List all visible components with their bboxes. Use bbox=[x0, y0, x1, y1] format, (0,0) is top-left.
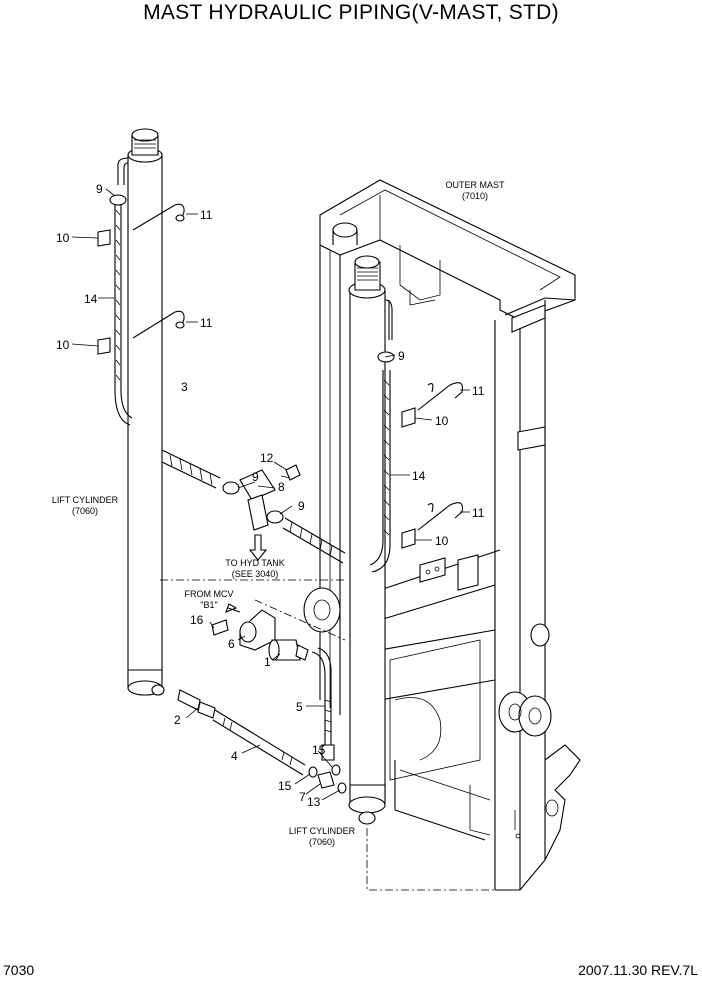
hyd-tank-label: TO HYD TANK bbox=[225, 558, 285, 568]
callout-14: 14 bbox=[84, 292, 98, 306]
lift-cylinder-left-label: LIFT CYLINDER bbox=[52, 495, 119, 505]
callout-15: 15 bbox=[312, 743, 326, 757]
tee-fitting-assembly bbox=[222, 464, 301, 561]
page-number: 7030 bbox=[3, 962, 35, 978]
leader-lines bbox=[71, 188, 470, 801]
callout-11: 11 bbox=[472, 384, 485, 398]
callout-11: 11 bbox=[472, 506, 485, 520]
callout-10: 10 bbox=[56, 338, 70, 352]
callout-9: 9 bbox=[96, 182, 103, 196]
from-mcv-label: FROM MCV bbox=[185, 589, 234, 599]
lift-cylinder-right-ref: (7060) bbox=[309, 837, 335, 847]
outer-mast bbox=[303, 179, 581, 891]
hyd-tank-ref: (SEE 3040) bbox=[232, 569, 279, 579]
lift-cylinder-left-ref: (7060) bbox=[72, 506, 98, 516]
callout-12: 12 bbox=[260, 451, 274, 465]
callout-16: 16 bbox=[190, 613, 204, 627]
callout-2: 2 bbox=[174, 713, 181, 727]
lift-cylinder-right-label: LIFT CYLINDER bbox=[289, 826, 356, 836]
callout-9: 9 bbox=[252, 470, 259, 484]
callout-13: 13 bbox=[307, 795, 321, 809]
callout-4: 4 bbox=[231, 749, 238, 763]
right-hose-14 bbox=[369, 351, 464, 573]
callout-11: 11 bbox=[200, 316, 213, 330]
left-hose-14 bbox=[97, 194, 185, 426]
callout-11: 11 bbox=[200, 208, 213, 222]
from-mcv-ref: "B1" bbox=[200, 600, 217, 610]
callout-10: 10 bbox=[435, 534, 449, 548]
callout-10: 10 bbox=[56, 231, 70, 245]
callout-10: 10 bbox=[435, 414, 449, 428]
callout-9: 9 bbox=[398, 349, 405, 363]
callout-5: 5 bbox=[296, 700, 303, 714]
right-lift-cylinder bbox=[160, 255, 500, 891]
callout-14: 14 bbox=[412, 469, 426, 483]
callout-15: 15 bbox=[278, 779, 292, 793]
outer-mast-label: OUTER MAST bbox=[445, 180, 505, 190]
lower-piping bbox=[177, 603, 347, 794]
date-revision: 2007.11.30 REV.7L bbox=[578, 962, 698, 978]
callout-3: 3 bbox=[181, 380, 188, 394]
callout-1: 1 bbox=[264, 655, 271, 669]
left-lift-cylinder bbox=[117, 128, 165, 696]
page-title: MAST HYDRAULIC PIPING(V-MAST, STD) bbox=[143, 1, 559, 24]
callout-8: 8 bbox=[278, 480, 285, 494]
outer-mast-ref: (7010) bbox=[462, 191, 488, 201]
cross-hose bbox=[161, 449, 346, 564]
callout-7: 7 bbox=[299, 790, 306, 804]
callout-9: 9 bbox=[298, 499, 305, 513]
callout-6: 6 bbox=[228, 637, 235, 651]
